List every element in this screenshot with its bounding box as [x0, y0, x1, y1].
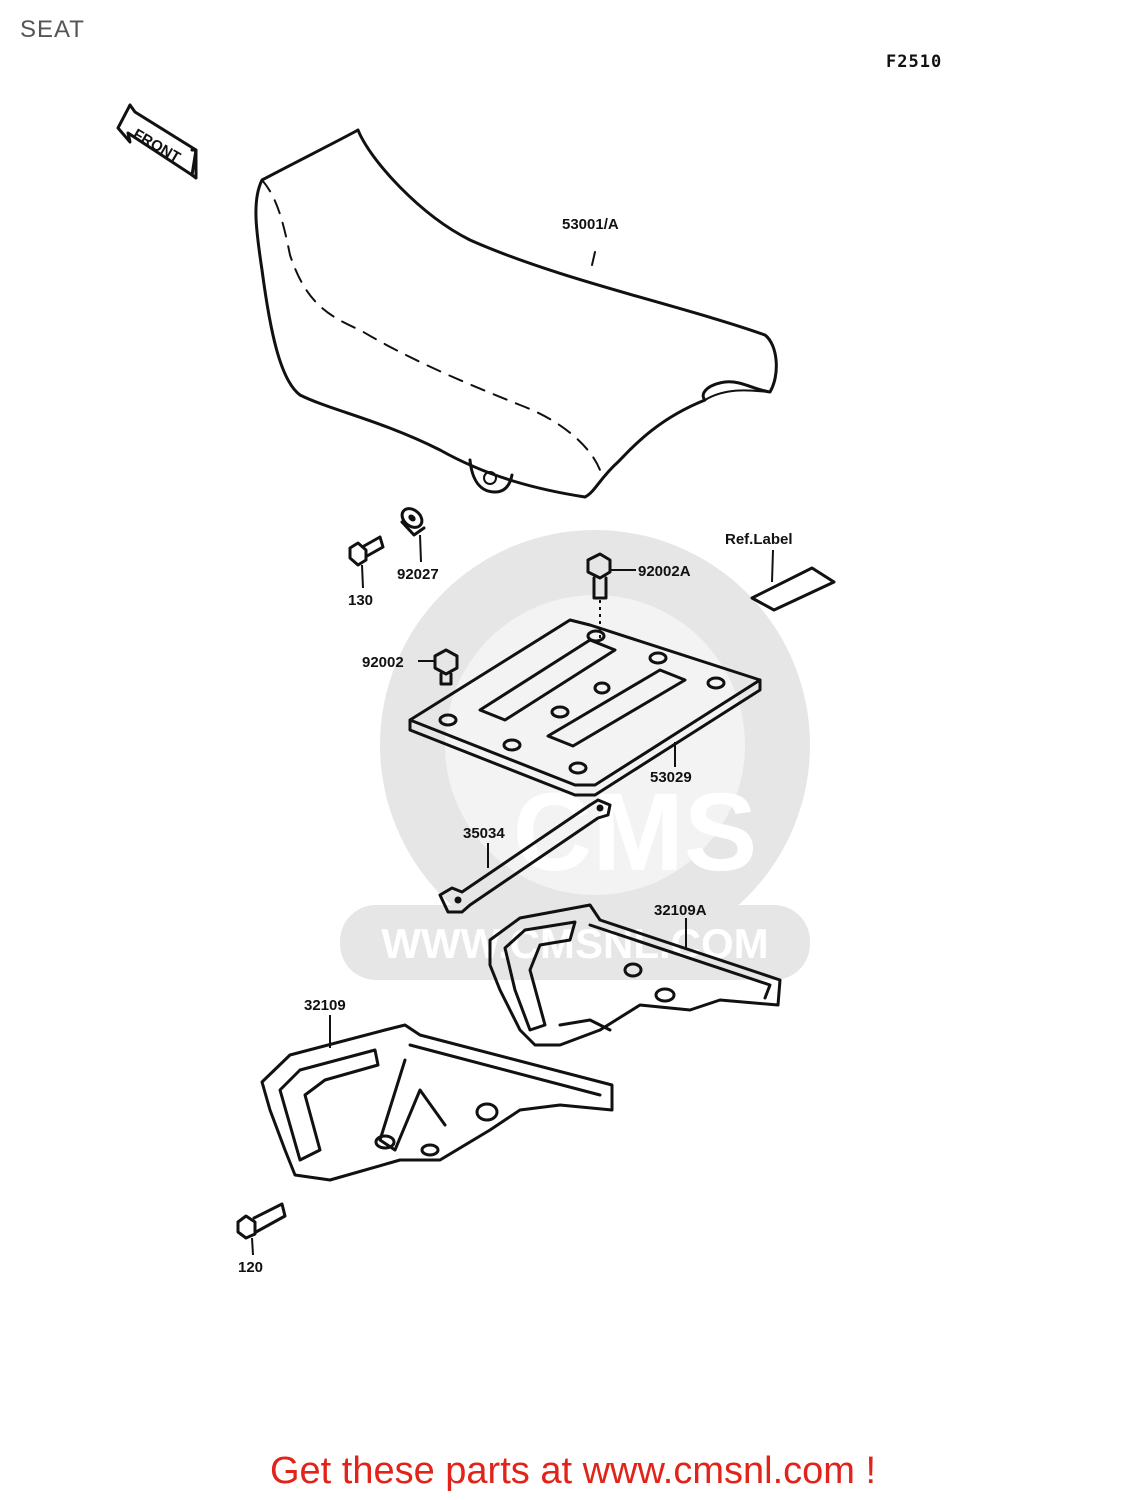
callout-bolt-92002a: 92002A: [638, 563, 691, 580]
callout-bracket-right: 32109A: [654, 902, 707, 919]
footer-promo-link[interactable]: Get these parts at www.cmsnl.com !: [269, 1450, 877, 1492]
callout-bolt-120: 120: [238, 1259, 263, 1276]
callout-seat: 53001/A: [562, 216, 619, 233]
callout-collar: 92027: [397, 566, 439, 583]
page-title: SEAT: [20, 16, 85, 43]
bracket-32109-icon: [260, 1015, 614, 1182]
callout-bolt-130: 130: [348, 592, 373, 609]
callout-plate: 53029: [650, 769, 692, 786]
callout-bracket-left: 32109: [304, 997, 346, 1014]
strap-35034-icon: [438, 798, 612, 914]
front-arrow-icon: FRONT: [116, 103, 198, 180]
watermark-bar: [340, 905, 810, 980]
seat-icon: [254, 128, 778, 499]
bolt-120-icon: [236, 1202, 287, 1256]
callout-bolt-92002: 92002: [362, 654, 404, 671]
bolt-130-icon: [348, 535, 385, 589]
plate-53029-icon: [408, 618, 762, 797]
callout-ref-label: Ref.Label: [725, 531, 793, 548]
cms-watermark: CMS WWW.CMSNL.COM: [340, 530, 810, 980]
bracket-32109a-icon: [488, 903, 782, 1047]
bolt-92002-icon: [418, 648, 459, 686]
bolt-92002a-icon: [586, 552, 636, 640]
watermark-brand: CMS: [513, 771, 757, 894]
callout-strap: 35034: [463, 825, 505, 842]
parts-diagram: CMS WWW.CMSNL.COM FRONT 53001/A 130 9202…: [116, 103, 836, 1276]
ref-label-icon: [750, 549, 836, 612]
collar-92027-icon: [400, 507, 426, 563]
watermark-url: WWW.CMSNL.COM: [381, 920, 768, 967]
figure-code: F2510: [886, 52, 943, 72]
watermark-inner: [445, 595, 745, 895]
